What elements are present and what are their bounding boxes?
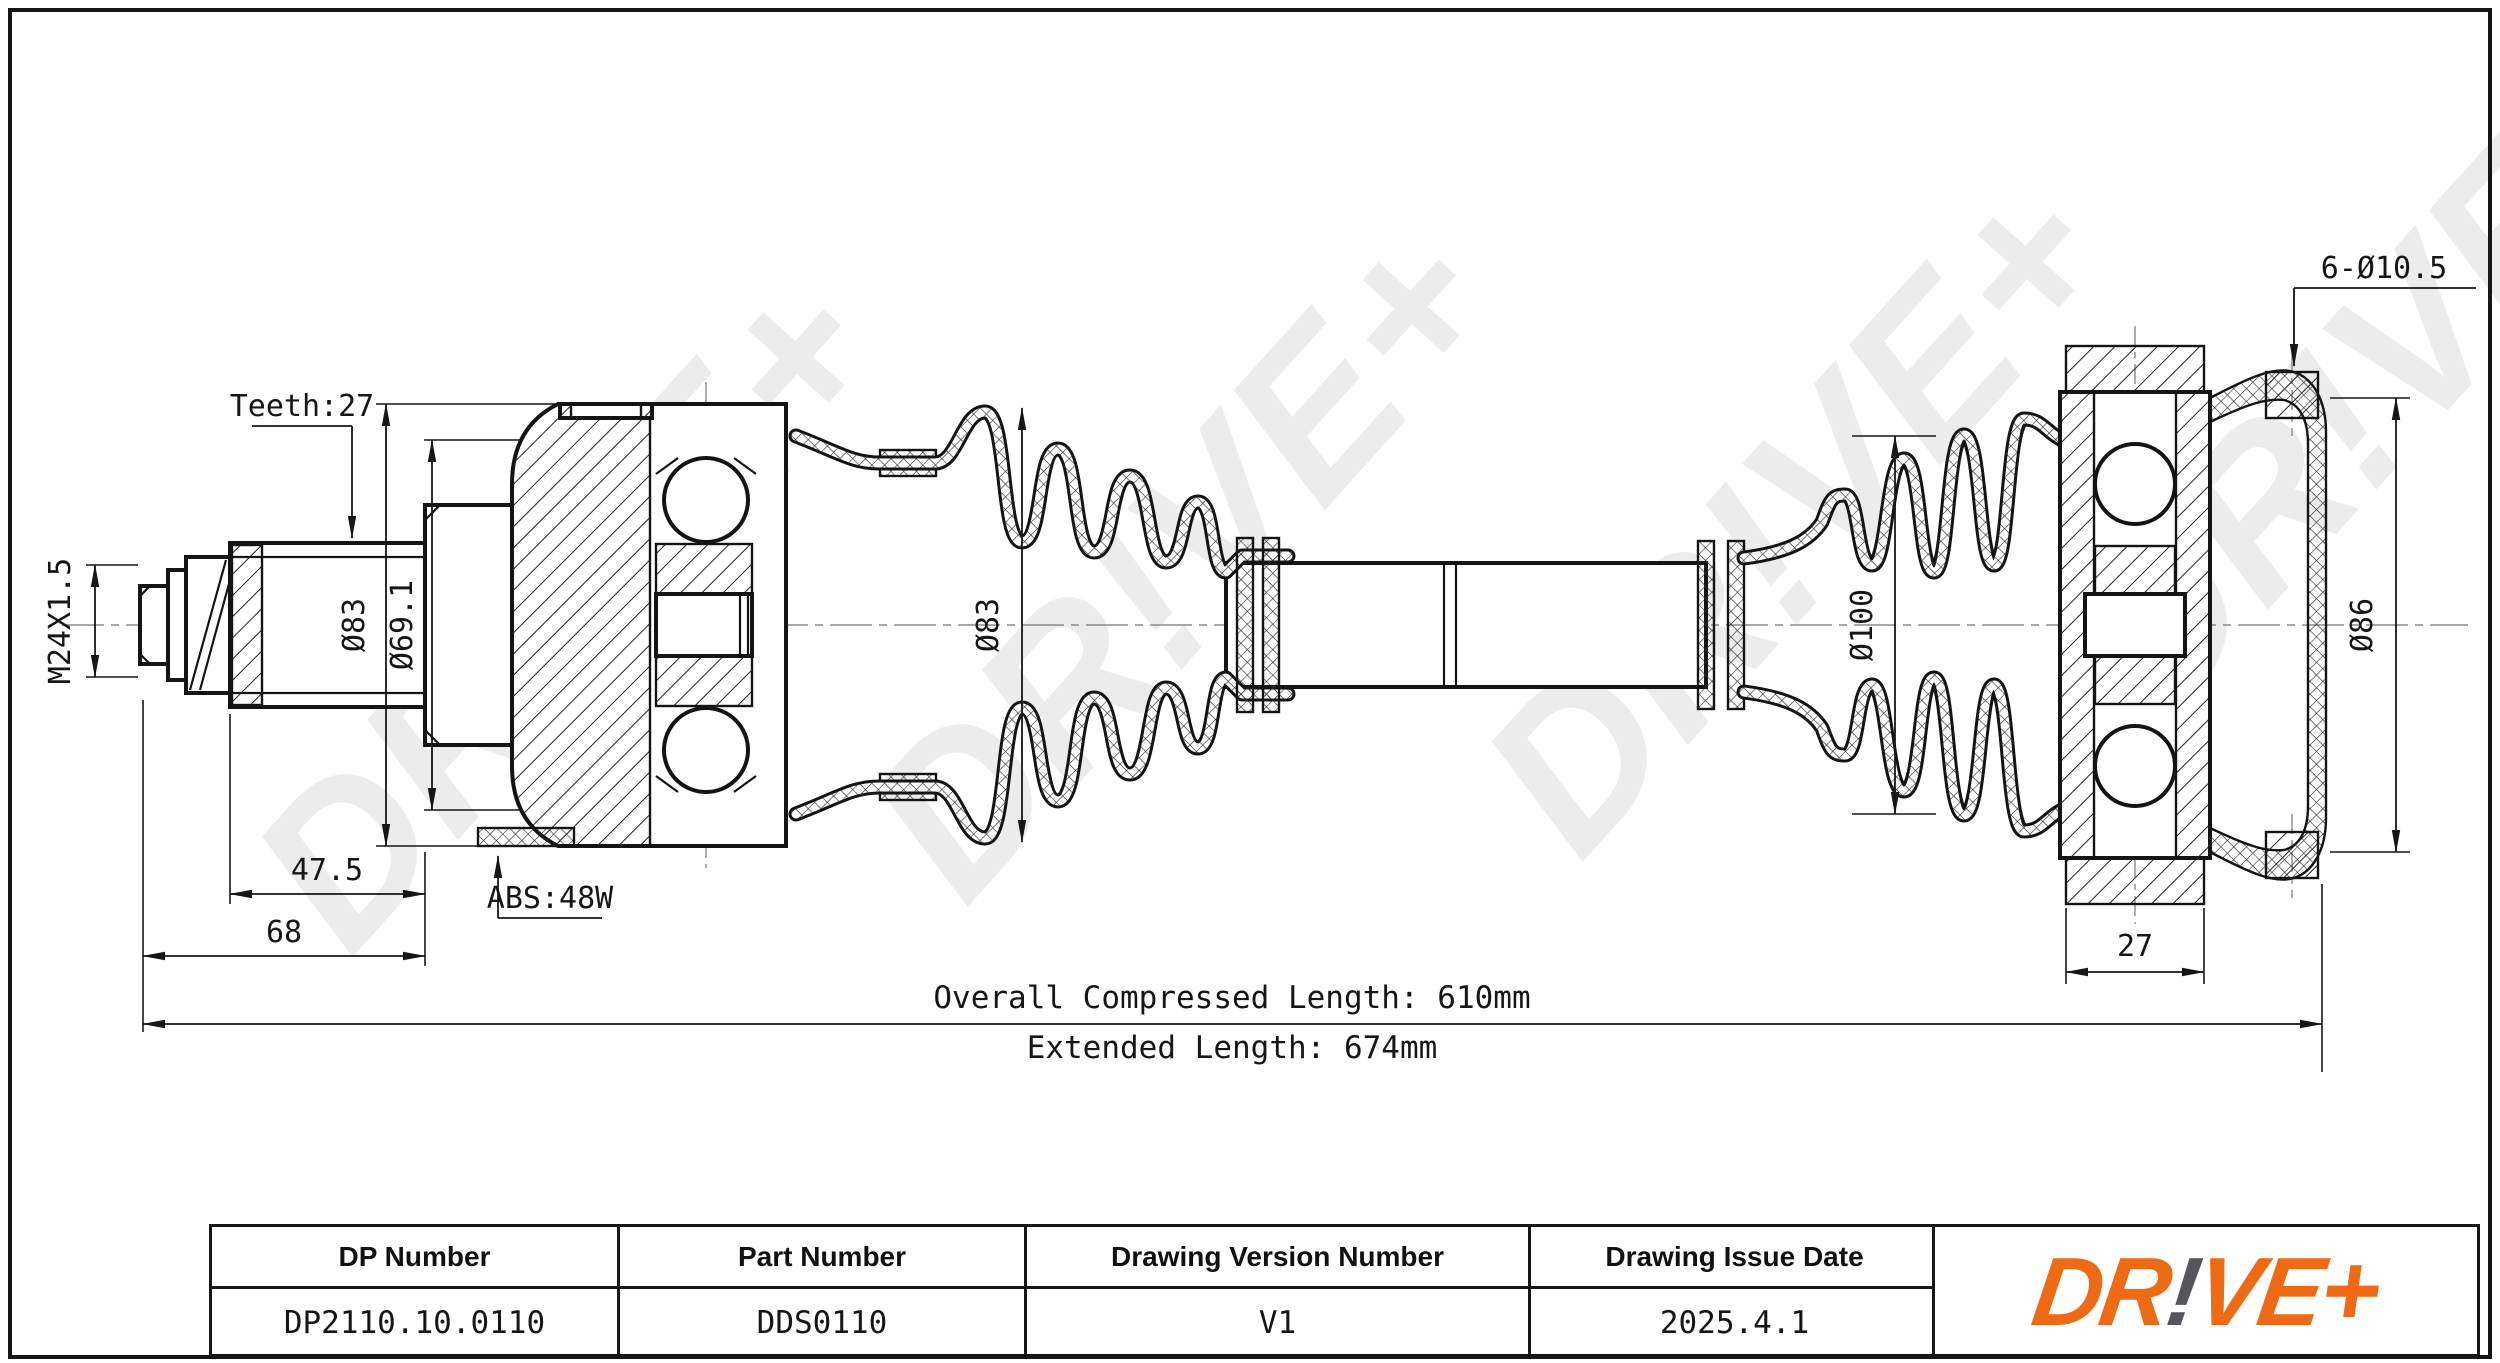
drawing-version-value: V1 (1027, 1289, 1531, 1357)
issue-date-value: 2025.4.1 (1659, 1305, 1810, 1341)
bolt-hole-boss (2264, 830, 2320, 880)
brand-logo-cell: DR!VE+ (1932, 1224, 2480, 1357)
part-number-header: Part Number (620, 1227, 1027, 1289)
inner-race (654, 542, 754, 596)
boot-clamp-band (1696, 539, 1716, 711)
inner-race (2093, 544, 2177, 596)
bolt-hole-boss (2264, 370, 2320, 420)
sheet-border (8, 8, 2492, 1359)
title-block-table: DP Number Part Number Drawing Version Nu… (209, 1224, 1938, 1357)
bearing-ball (662, 456, 750, 544)
inner-race (2093, 654, 2177, 706)
drive-plus-logo: DR!VE+ (2027, 1233, 2386, 1347)
dimension-layer: M24X1.5 Teeth:27 Ø83 Ø69.1 Ø83 Ø100 Ø86 … (43, 251, 2476, 1072)
part-number-value: DDS0110 (620, 1289, 1027, 1357)
bearing-ball (2093, 724, 2177, 808)
stub-length-label: 68 (266, 915, 302, 950)
bolt-holes-label: 6-Ø10.5 (2321, 251, 2447, 286)
dp-number-header: DP Number (212, 1227, 620, 1289)
bearing-ball (662, 706, 750, 794)
inner-boot-diameter-label: Ø100 (1845, 589, 1880, 661)
inner-lip-diameter-label: Ø69.1 (385, 580, 420, 670)
inner-race (654, 654, 754, 708)
stub-shaft (138, 541, 427, 709)
compressed-length-label: Overall Compressed Length: 610mm (933, 980, 1530, 1016)
abs-ring-label: ABS:48W (487, 881, 614, 916)
teeth-label: Teeth:27 (230, 389, 375, 424)
shaft-shoulder (423, 503, 514, 747)
logo-text-dr: DR (2026, 1236, 2177, 1346)
logo-text-ve: VE (2190, 1236, 2329, 1346)
spline-length-label: 47.5 (291, 853, 363, 888)
outer-cv-joint (476, 402, 788, 848)
abs-tone-ring (476, 826, 576, 848)
drawing-version-header: Drawing Version Number (1027, 1227, 1531, 1289)
inner-cv-joint (2058, 344, 2212, 906)
watermark-text: DR!VE+ (1435, 135, 2154, 896)
bearing-ball (2093, 442, 2177, 526)
issue-date-header: Drawing Issue Date (1531, 1227, 1938, 1289)
dp-number-value: DP2110.10.0110 (212, 1289, 620, 1357)
boot-diameter-label: Ø83 (971, 598, 1006, 652)
axle-geometry (138, 344, 2328, 906)
boot-clamp-band (1261, 536, 1281, 714)
boot-clamp-band (1235, 536, 1255, 714)
axle-shaft (1224, 561, 1708, 689)
thread-label: M24X1.5 (43, 558, 78, 684)
housing-diameter-label: Ø83 (337, 598, 372, 652)
flange-width-label: 27 (2117, 929, 2153, 964)
flange-bell (2208, 369, 2328, 881)
boot-clamp-band (1726, 539, 1746, 711)
extended-length-label: Extended Length: 674mm (1027, 1030, 1438, 1066)
flange-diameter-label: Ø86 (2345, 598, 2380, 652)
